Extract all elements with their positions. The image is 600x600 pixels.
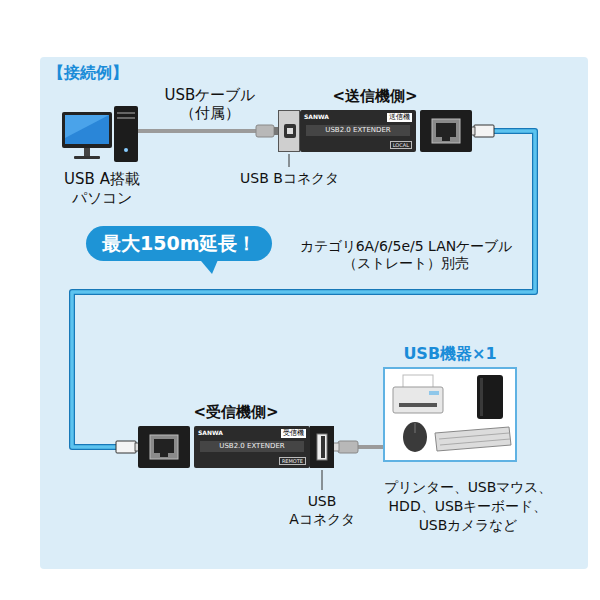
brand-logo: SANWA <box>198 429 223 436</box>
svg-shape <box>138 426 190 468</box>
usb-b-port-face <box>278 110 300 152</box>
extender-main: SANWA USB2.0 EXTENDER REMOTE 受信機 <box>194 426 310 468</box>
extender-main: SANWA USB2.0 EXTENDER LOCAL 送信機 <box>300 110 416 152</box>
leader-line <box>289 154 290 167</box>
rect-shape <box>474 125 494 137</box>
brand-logo: SANWA <box>304 113 329 120</box>
rect-shape <box>287 128 293 134</box>
rect-shape <box>442 137 450 141</box>
rect-shape <box>74 156 100 159</box>
rect-shape <box>160 453 168 457</box>
device-heading: <受信機側> <box>138 402 334 422</box>
rect-shape <box>399 403 437 407</box>
svg-shape <box>279 111 301 153</box>
circle-shape <box>124 148 128 152</box>
usb-a-plug <box>333 441 358 453</box>
lan-port-face <box>420 110 472 152</box>
line-shape <box>440 439 510 445</box>
mode-label: LOCAL <box>390 141 412 149</box>
extender-body: SANWA USB2.0 EXTENDER LOCAL 送信機 <box>278 110 472 152</box>
rect-shape <box>256 125 274 137</box>
lan-plug <box>116 441 140 453</box>
line-shape <box>439 433 509 439</box>
mode-label: REMOTE <box>279 457 306 465</box>
usb-b-plug <box>256 125 279 137</box>
svg-shape <box>385 369 515 460</box>
pc-label: USB A搭載 パソコン <box>50 170 154 208</box>
connector-label: USB Aコネクタ <box>279 493 365 528</box>
rect-shape <box>480 378 483 416</box>
extender-unit: <受信機側> SANWA USB2.0 EXTENDER REMOTE 受信機 <box>138 402 334 468</box>
rect-shape <box>432 119 460 143</box>
polygon-shape <box>435 427 511 451</box>
ellipse-shape <box>403 422 427 452</box>
polygon-shape <box>65 115 109 138</box>
rect-shape <box>117 117 135 119</box>
usb-a-port-face <box>310 426 334 468</box>
rect-shape <box>429 391 439 395</box>
leader-line <box>322 470 323 490</box>
rect-shape <box>154 439 174 453</box>
distance-badge: 最大150m延長！ <box>86 226 272 261</box>
unit-tag: 受信機 <box>281 429 306 438</box>
model-name: USB2.0 EXTENDER <box>194 442 310 451</box>
device-frame <box>383 367 517 462</box>
rect-shape <box>114 106 138 162</box>
unit-tag: 送信機 <box>387 113 412 122</box>
extender-body: SANWA USB2.0 EXTENDER REMOTE 受信機 <box>138 426 334 468</box>
rect-shape <box>150 435 178 459</box>
rect-shape <box>317 434 327 460</box>
rect-shape <box>62 112 112 148</box>
model-name: USB2.0 EXTENDER <box>300 126 416 135</box>
rect-shape <box>477 375 503 419</box>
box-heading: USB機器×1 <box>383 343 517 365</box>
pc-illustration <box>62 106 138 162</box>
connector-label: USB Bコネクタ <box>240 170 339 188</box>
rect-shape <box>284 124 296 138</box>
rect-shape <box>65 115 109 144</box>
cable-label: USBケーブル （付属） <box>158 86 262 122</box>
svg-shape <box>420 110 472 152</box>
rect-shape <box>393 387 443 413</box>
rect-shape <box>117 112 135 114</box>
rect-shape <box>321 436 325 458</box>
pc-figure-area <box>50 102 154 166</box>
usb-device-box: USB機器×1 <box>383 343 517 462</box>
lan-plug <box>470 125 494 137</box>
rect-shape <box>338 441 358 453</box>
rect-shape <box>84 148 90 156</box>
usb-cable-stub <box>138 129 156 133</box>
lan-port-face <box>138 426 190 468</box>
rect-shape <box>436 123 456 137</box>
device-heading: <送信機側> <box>278 86 472 106</box>
diagram-title: 【接続例】 <box>48 63 128 84</box>
line-shape <box>415 423 416 433</box>
cable-label: カテゴリ6A/6/5e/5 LANケーブル（ストレート）別売 <box>290 238 522 272</box>
badge-text: 最大150m延長！ <box>102 232 256 255</box>
svg-shape <box>310 426 334 468</box>
rect-shape <box>116 441 136 453</box>
extender-unit: <送信機側> SANWA USB2.0 EXTENDER LOCAL 送信機 <box>278 86 472 152</box>
computer-node: USB A搭載 パソコン <box>50 102 154 208</box>
device-examples: プリンター、USBマウス、HDD、USBキーボード、USBカメラなど <box>378 478 558 535</box>
